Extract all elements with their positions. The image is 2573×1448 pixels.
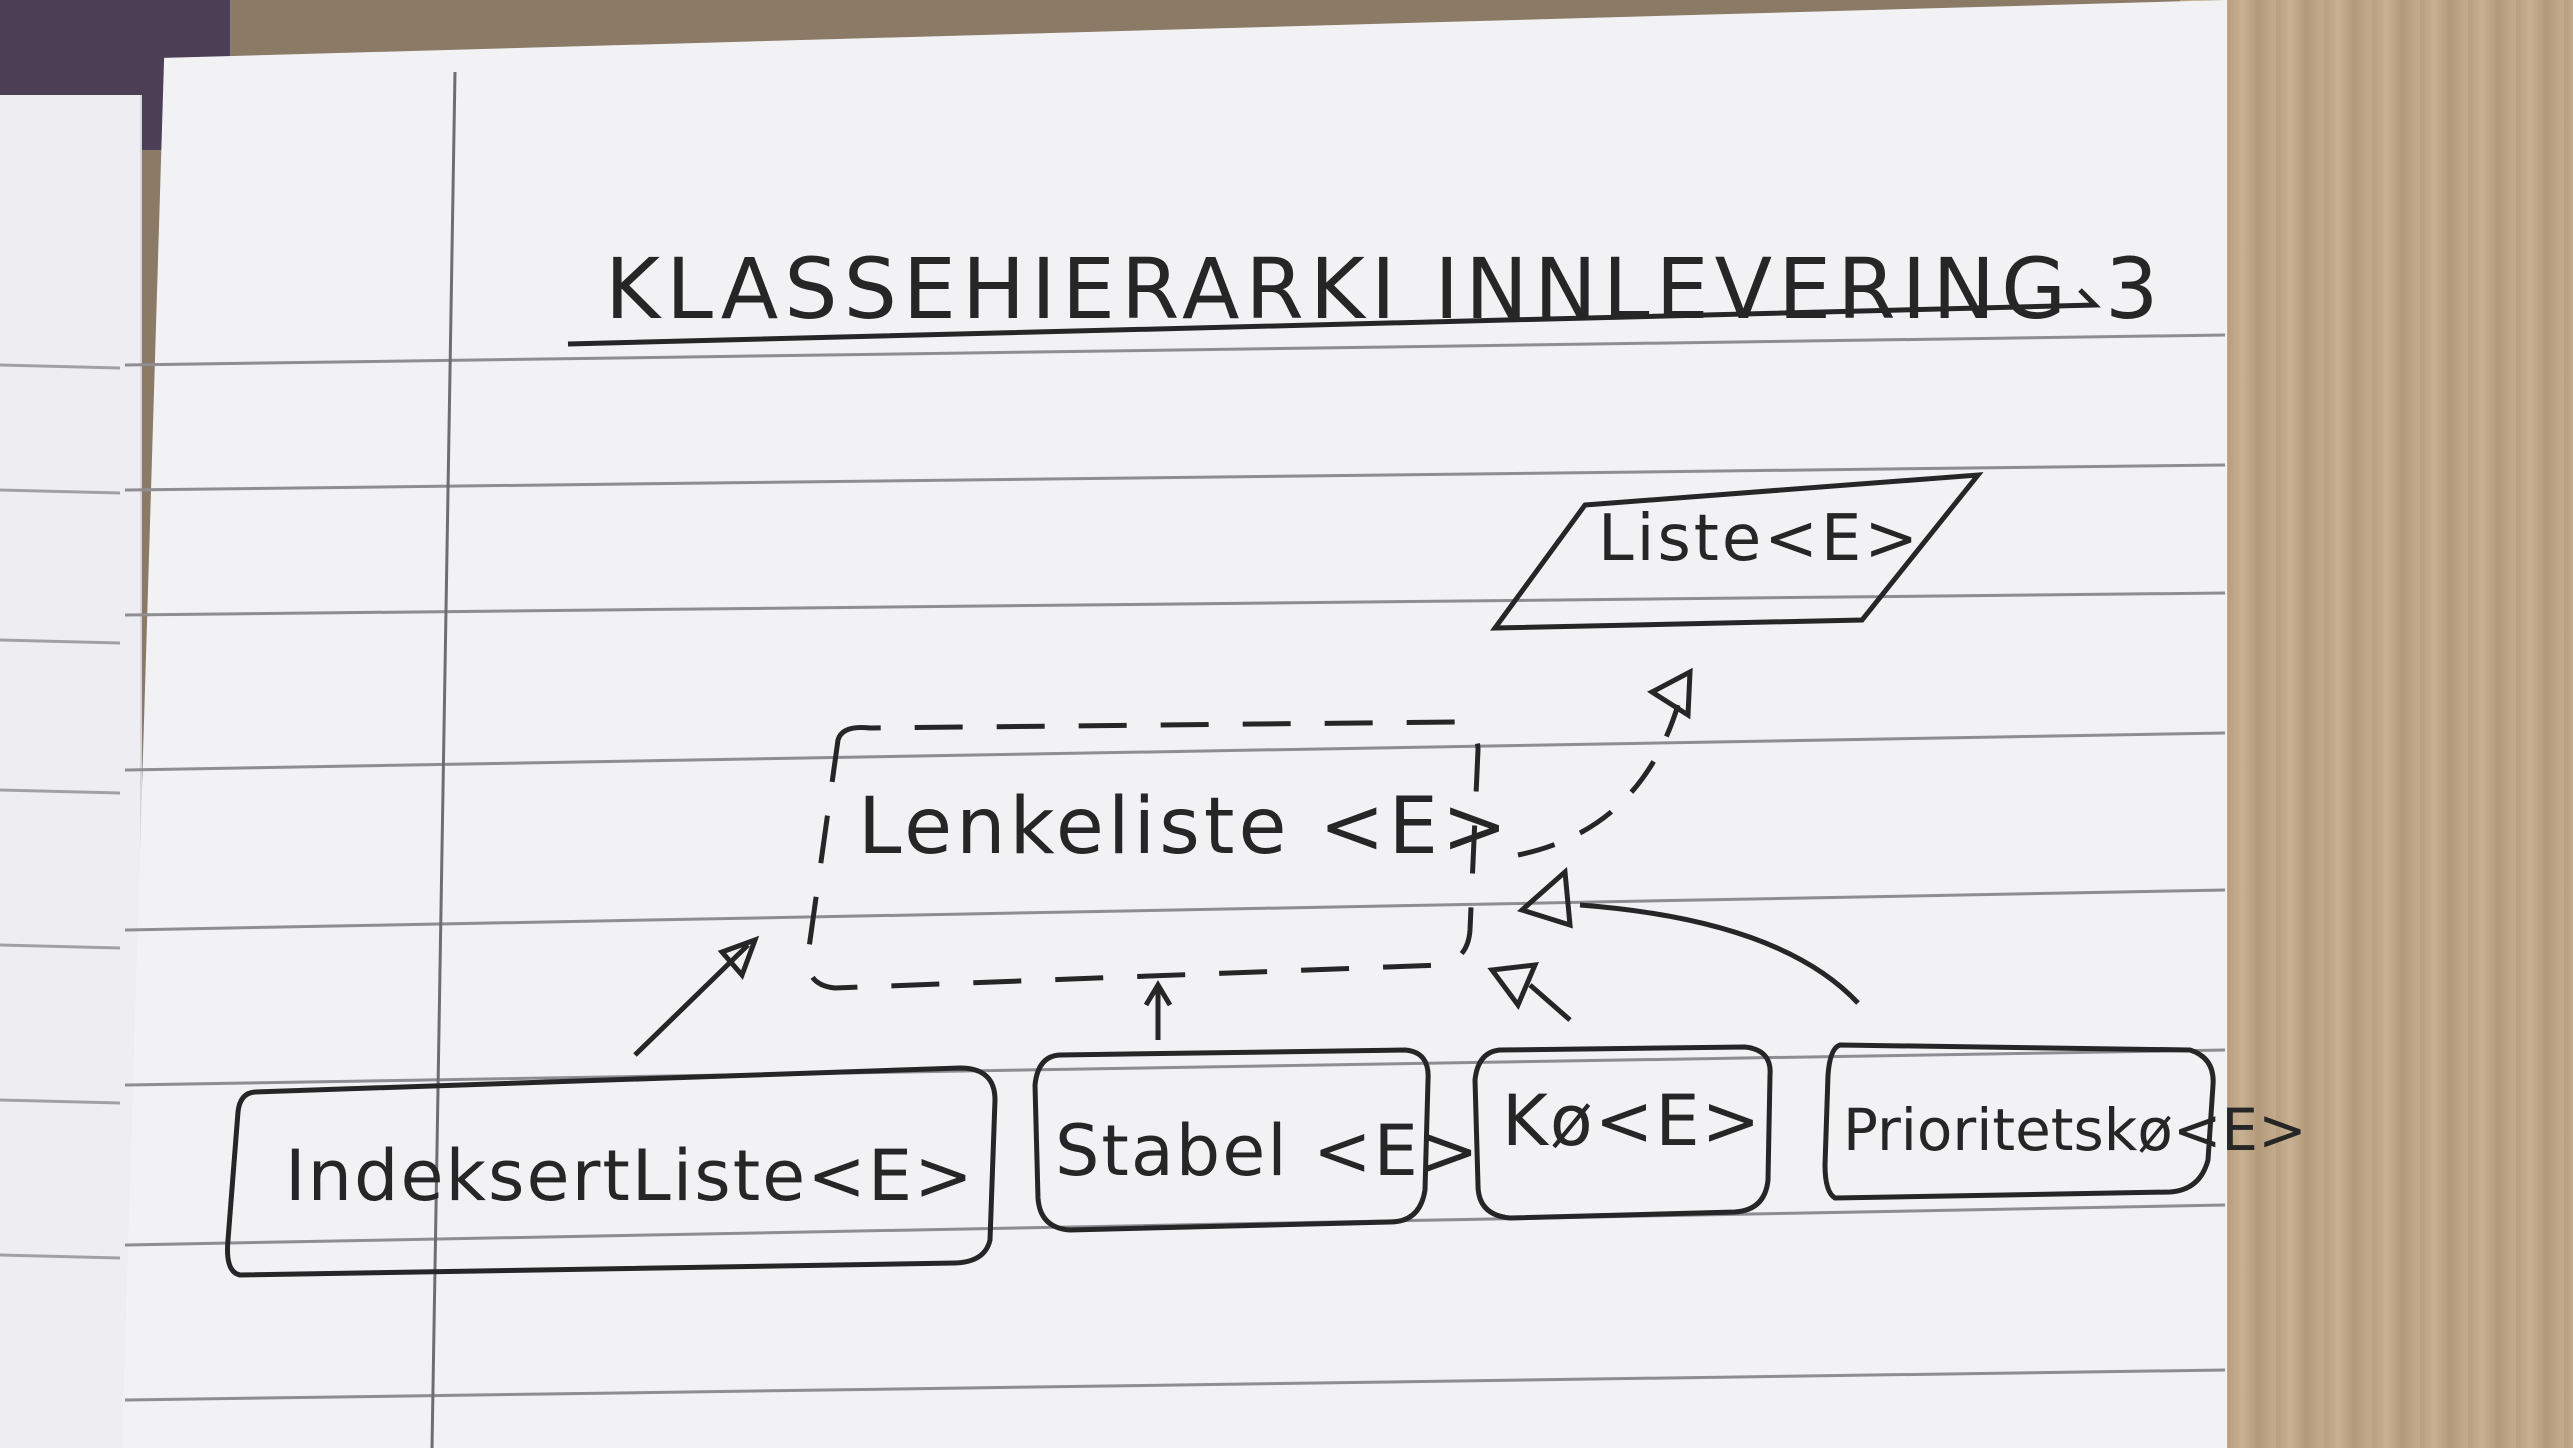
realization-arrow — [1517, 704, 1681, 858]
margin-line — [430, 71, 457, 1448]
indeksertliste-label: IndeksertListe<E> — [285, 1135, 975, 1217]
ruled-lines — [124, 333, 2226, 1402]
left-page-lines — [0, 363, 121, 1260]
wooden-table — [2180, 0, 2573, 1448]
prioritetsko-box — [1822, 1042, 2216, 1201]
liste-label: Liste<E> — [1598, 502, 1921, 576]
liste-shape — [1489, 472, 1984, 631]
stabel-arrowhead — [1143, 980, 1173, 1007]
lenkeliste-box — [805, 719, 1481, 991]
lenkeliste-label: Lenkeliste <E> — [858, 782, 1511, 872]
prioritetsko-arrowhead — [1517, 866, 1573, 929]
prioritetsko-label: Prioritetskø<E> — [1843, 1096, 2307, 1164]
ko-box — [1472, 1044, 1773, 1221]
title-underline — [567, 288, 2101, 347]
notebook-left-page — [0, 95, 142, 1448]
stabel-box — [1032, 1047, 1431, 1233]
indeksertliste-box — [225, 1065, 998, 1278]
realization-arrowhead — [1647, 667, 1693, 720]
ko-arrowhead — [1487, 962, 1539, 1010]
prioritetsko-arrow — [1579, 902, 1860, 1005]
indeksertliste-arrowhead — [717, 935, 760, 980]
ko-label: Kø<E> — [1502, 1080, 1762, 1162]
ko-arrow — [1528, 983, 1572, 1022]
stabel-label: Stabel <E> — [1055, 1110, 1481, 1192]
